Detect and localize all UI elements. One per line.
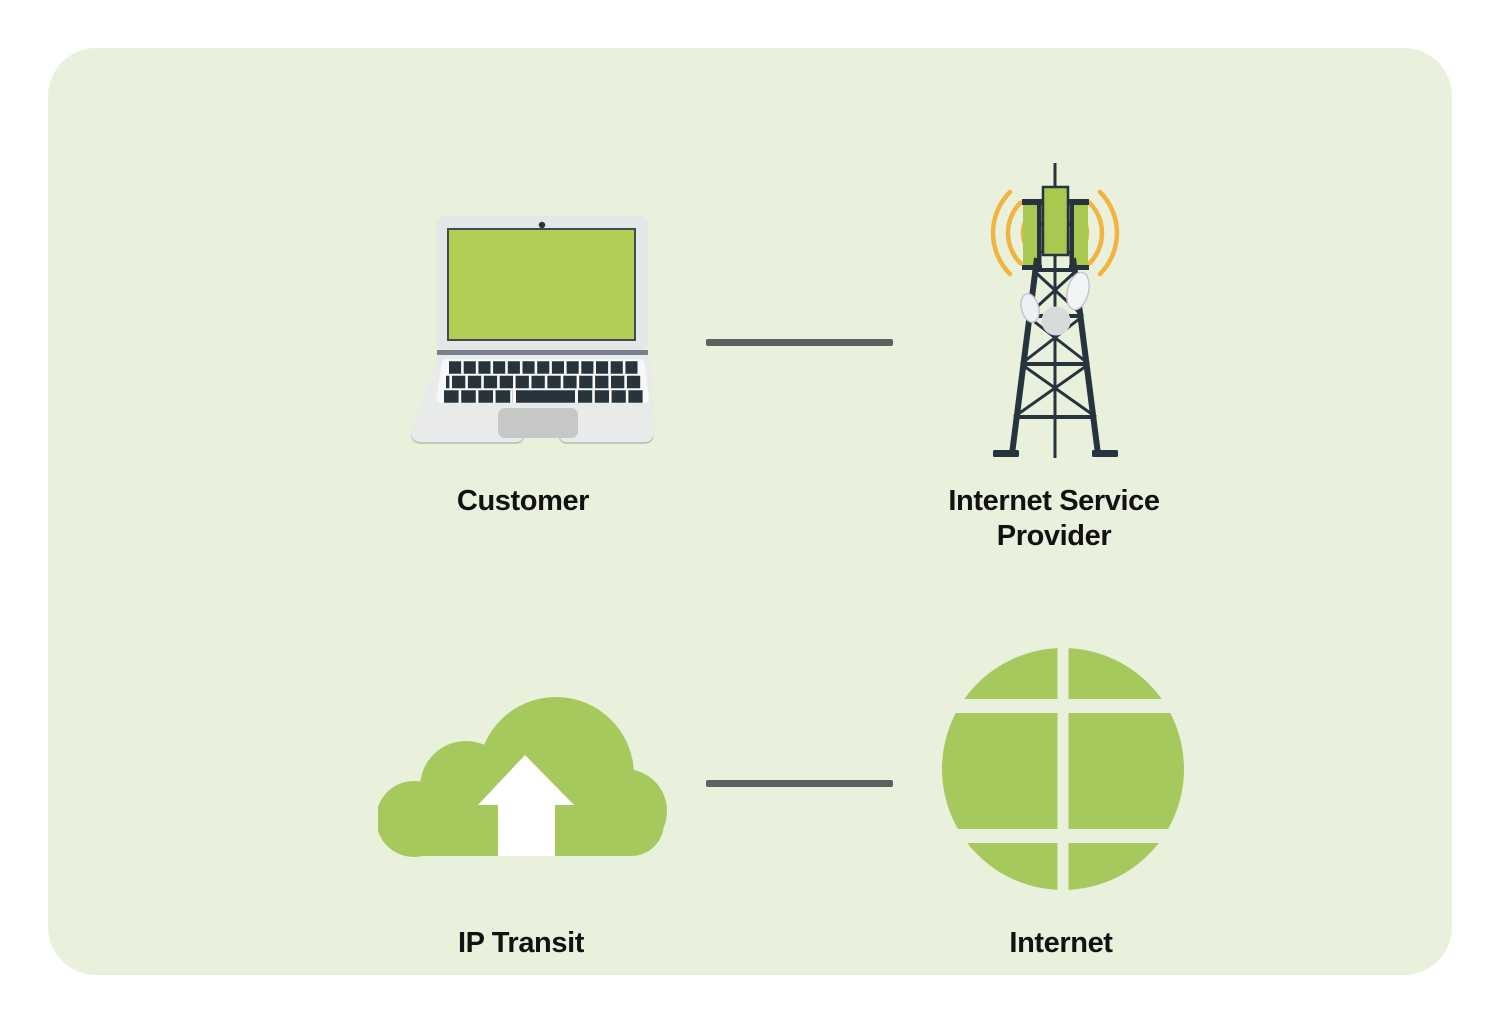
tower-foot-left bbox=[993, 450, 1019, 457]
node-label-ip-transit: IP Transit bbox=[457, 927, 585, 959]
upload-arrow-icon bbox=[478, 755, 574, 856]
keyboard bbox=[444, 361, 644, 403]
connector-iptransit-internet bbox=[706, 780, 893, 787]
tower-foot-right bbox=[1092, 450, 1118, 457]
webcam-icon bbox=[538, 221, 546, 229]
globe-icon bbox=[938, 646, 1188, 892]
laptop-screen bbox=[436, 216, 648, 355]
laptop-base bbox=[410, 355, 655, 442]
node-label-customer: Customer bbox=[456, 485, 590, 517]
cell-tower-icon bbox=[990, 163, 1120, 458]
antenna-panels bbox=[1022, 185, 1089, 270]
cloud-upload-icon bbox=[378, 697, 667, 857]
diagram-panel: Customer bbox=[48, 48, 1452, 975]
satellite-dishes-icon bbox=[1020, 271, 1090, 336]
globe-gridlines bbox=[938, 646, 1188, 892]
node-label-internet: Internet bbox=[1009, 927, 1113, 959]
trackpad bbox=[498, 408, 578, 438]
laptop-icon bbox=[410, 216, 655, 442]
connector-customer-isp bbox=[706, 339, 893, 346]
node-label-isp: Internet Service Provider bbox=[948, 485, 1160, 552]
